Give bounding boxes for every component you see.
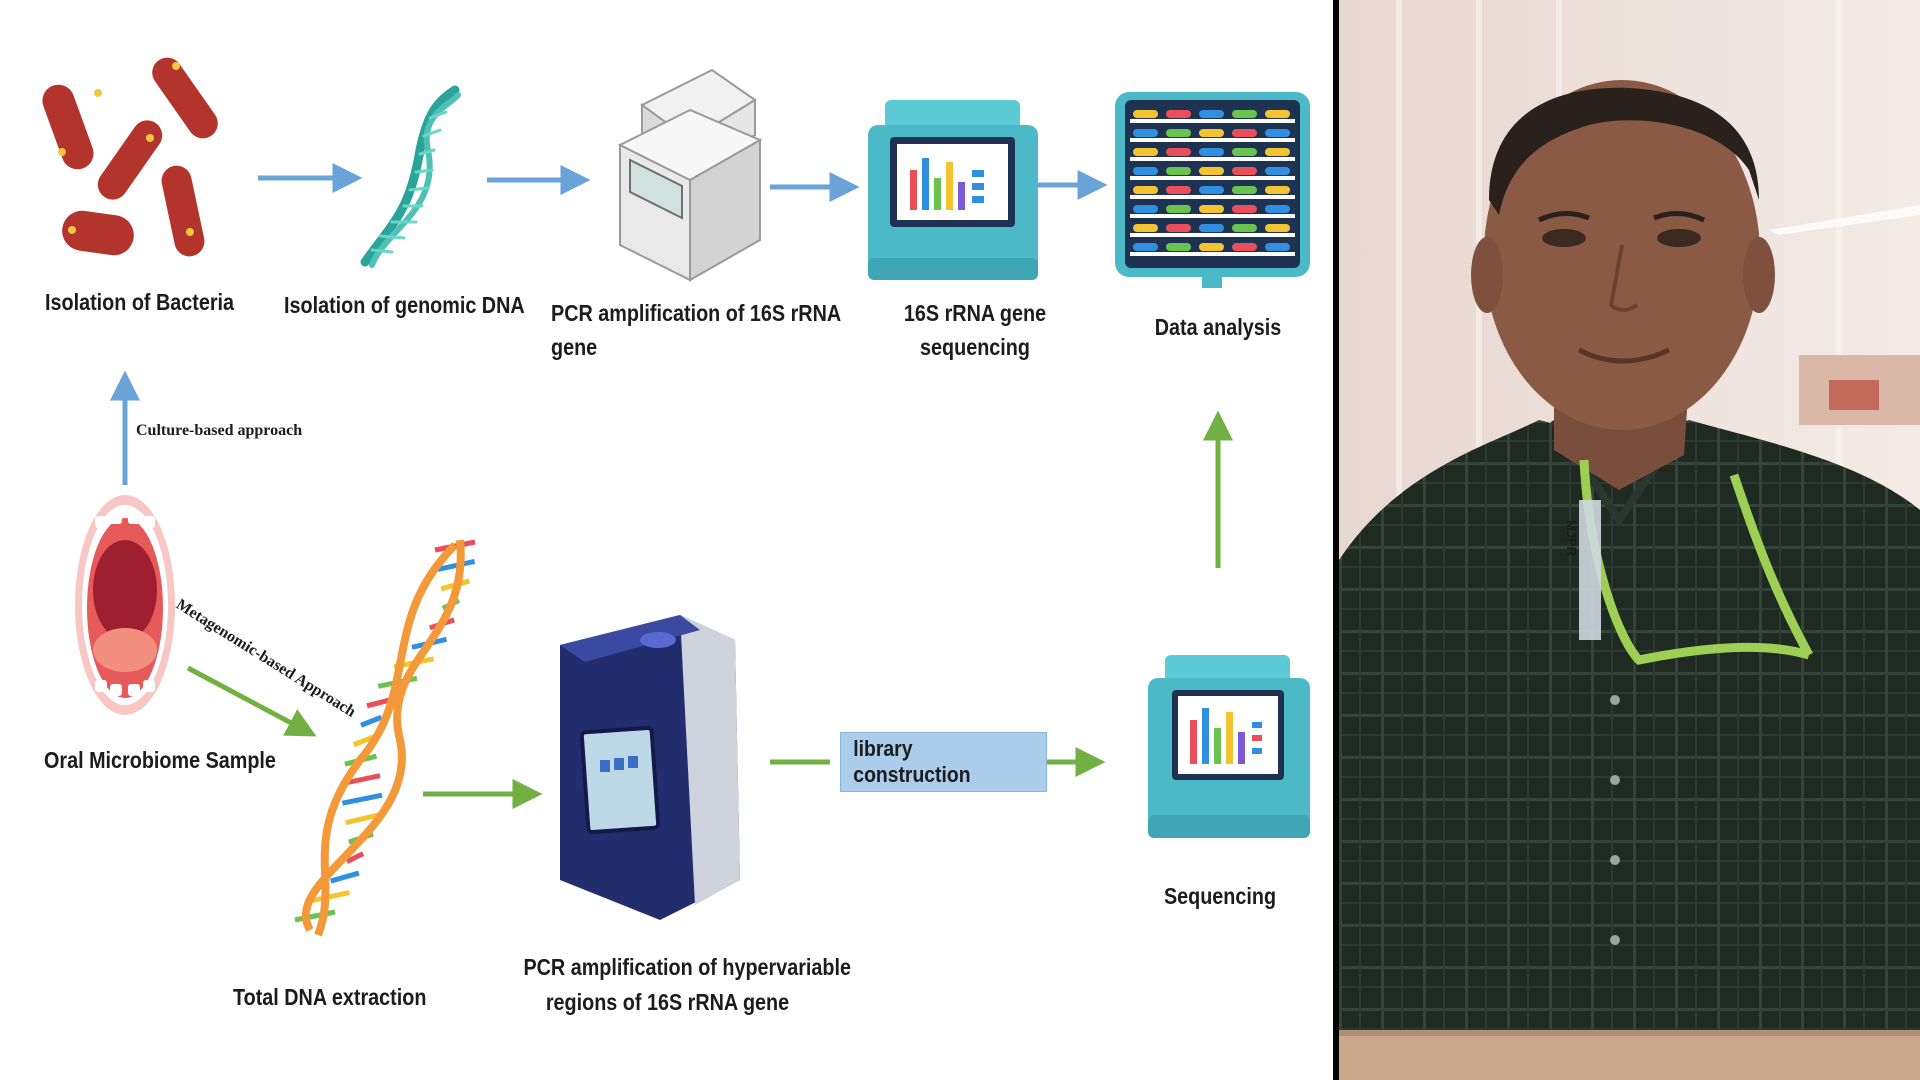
sequence-segment: [1265, 205, 1290, 213]
sequence-track: [1130, 138, 1295, 142]
helix-base-pair: [360, 714, 383, 728]
sequence-segment: [1199, 205, 1224, 213]
label-culture-approach: Culture-based approach: [136, 422, 303, 439]
sequence-track: [1130, 157, 1295, 161]
sequence-segment: [1166, 110, 1191, 118]
webcam-feed: MJPR: [1339, 0, 1920, 1080]
sequence-segment: [1232, 186, 1257, 194]
sequence-segment: [1232, 167, 1257, 175]
sequence-segment: [1133, 110, 1158, 118]
sequence-track: [1130, 176, 1295, 180]
sequence-segment: [1133, 243, 1158, 251]
sequence-segment: [1265, 129, 1290, 137]
helix-base-pair: [352, 734, 375, 748]
label-sequencing: Sequencing: [1163, 883, 1277, 909]
sequence-track: [1130, 252, 1295, 256]
sequence-segment: [1232, 205, 1257, 213]
split-divider: [1333, 0, 1339, 1080]
label-data-analysis: Data analysis: [1154, 314, 1282, 340]
sequence-segment: [1265, 148, 1290, 156]
label-16s-sequencing-line1: 16S rRNA gene: [903, 300, 1047, 326]
bacteria-icon: [42, 57, 218, 257]
sequence-segment: [1133, 167, 1158, 175]
sequence-track: [1130, 233, 1295, 237]
sequence-segment: [1199, 148, 1224, 156]
sequence-segment: [1166, 243, 1191, 251]
sequence-segment: [1232, 148, 1257, 156]
helix-base-pair: [341, 792, 383, 806]
label-pcr-hypervariable-line2: regions of 16S rRNA gene: [545, 989, 790, 1015]
sequencer-icon: [868, 100, 1038, 280]
sequence-segment: [1265, 186, 1290, 194]
label-16s-sequencing-line2: sequencing: [920, 334, 1030, 360]
sequence-segment: [1133, 148, 1158, 156]
label-total-dna-extraction: Total DNA extraction: [233, 984, 427, 1010]
helix-base-pair: [345, 812, 381, 826]
sequence-segment: [1232, 129, 1257, 137]
genomic-dna-icon: [360, 85, 461, 268]
thermocycler-icon: [617, 68, 763, 282]
metagenomic-path-arrows: [186, 410, 1233, 809]
sequence-segment: [1166, 167, 1191, 175]
sequence-segment: [1265, 243, 1290, 251]
label-pcr-16s-line2: gene: [551, 334, 598, 360]
sequence-track: [1130, 214, 1295, 218]
sequence-segment: [1199, 186, 1224, 194]
sequence-segment: [1133, 186, 1158, 194]
culture-path-arrows: [110, 163, 1108, 485]
helix-base-pair: [330, 870, 360, 884]
slide-diagram: Isolation of Bacteria Isolation of genom…: [0, 0, 1333, 1080]
label-pcr-16s-line1: PCR amplification of 16S rRNA: [551, 300, 842, 326]
sequence-segment: [1133, 129, 1158, 137]
helix-base-pair: [311, 890, 350, 903]
sequencing-machine-icon: [1148, 655, 1310, 838]
sequence-segment: [1199, 243, 1224, 251]
sequence-segment: [1199, 224, 1224, 232]
sequence-segment: [1265, 224, 1290, 232]
diagram-graphics: [42, 57, 1310, 937]
total-dna-helix-icon: [294, 539, 476, 937]
sequence-segment: [1199, 110, 1224, 118]
sequence-segment: [1166, 129, 1191, 137]
helix-base-pair: [294, 909, 336, 923]
helix-base-pair: [437, 559, 476, 572]
sequence-segment: [1265, 167, 1290, 175]
data-analysis-monitor-icon: [1115, 92, 1310, 288]
sequence-segment: [1232, 110, 1257, 118]
pcr-machine-icon: [560, 615, 740, 920]
label-pcr-hypervariable-line1: PCR amplification of hypervariable: [523, 954, 852, 980]
oral-cavity-icon: [75, 495, 175, 715]
sequence-segment: [1166, 186, 1191, 194]
label-isolation-genomic-dna: Isolation of genomic DNA: [284, 292, 525, 318]
label-library-construction: library construction: [853, 736, 971, 787]
sequence-segment: [1166, 224, 1191, 232]
sequence-segment: [1232, 243, 1257, 251]
library-construction-box: library construction: [840, 732, 1047, 792]
label-oral-microbiome-sample: Oral Microbiome Sample: [44, 747, 276, 773]
sequence-track: [1130, 119, 1295, 123]
sequence-track: [1130, 195, 1295, 199]
sequence-segment: [1232, 224, 1257, 232]
sequence-segment: [1265, 110, 1290, 118]
sequence-segment: [1166, 205, 1191, 213]
sequence-segment: [1166, 148, 1191, 156]
sequence-segment: [1199, 129, 1224, 137]
lanyard-badge-text: MJPR: [1564, 520, 1579, 557]
presenter-video-frame: [1339, 0, 1920, 1080]
sequence-segment: [1133, 224, 1158, 232]
helix-base-pair: [345, 851, 365, 864]
label-isolation-bacteria: Isolation of Bacteria: [45, 289, 235, 315]
sequence-segment: [1199, 167, 1224, 175]
sequence-segment: [1133, 205, 1158, 213]
